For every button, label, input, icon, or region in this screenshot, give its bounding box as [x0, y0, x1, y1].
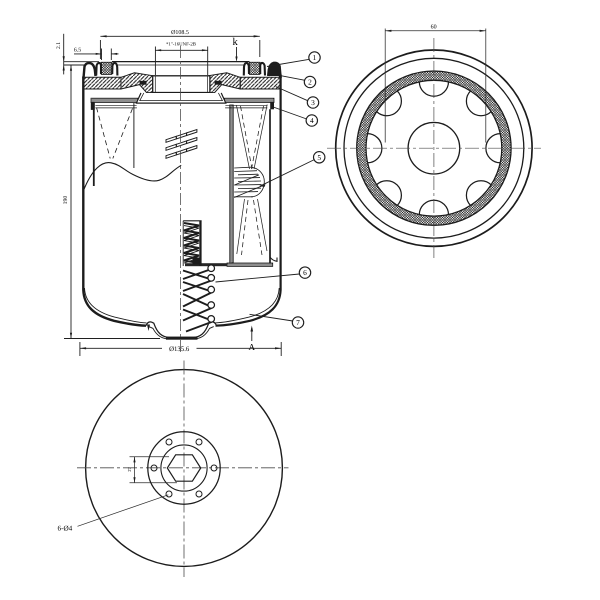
- svg-text:27: 27: [127, 467, 132, 472]
- svg-text:A: A: [249, 342, 256, 352]
- svg-text:*1"-16UNF-2B: *1"-16UNF-2B: [166, 41, 196, 47]
- svg-text:190: 190: [63, 196, 69, 205]
- svg-text:Ø135.6: Ø135.6: [169, 346, 190, 353]
- svg-text:3: 3: [311, 98, 315, 107]
- svg-text:k: k: [233, 37, 239, 48]
- svg-text:6: 6: [303, 268, 307, 277]
- svg-text:5: 5: [317, 153, 321, 162]
- svg-text:6.5: 6.5: [74, 48, 81, 54]
- svg-text:Ø108.5: Ø108.5: [171, 29, 189, 36]
- svg-text:2: 2: [308, 78, 312, 87]
- svg-text:6-Ø4: 6-Ø4: [58, 525, 73, 533]
- svg-text:2.1: 2.1: [56, 42, 62, 49]
- svg-text:4: 4: [310, 116, 314, 125]
- svg-text:60: 60: [431, 24, 437, 30]
- svg-text:7: 7: [296, 318, 300, 327]
- svg-text:1: 1: [313, 53, 317, 62]
